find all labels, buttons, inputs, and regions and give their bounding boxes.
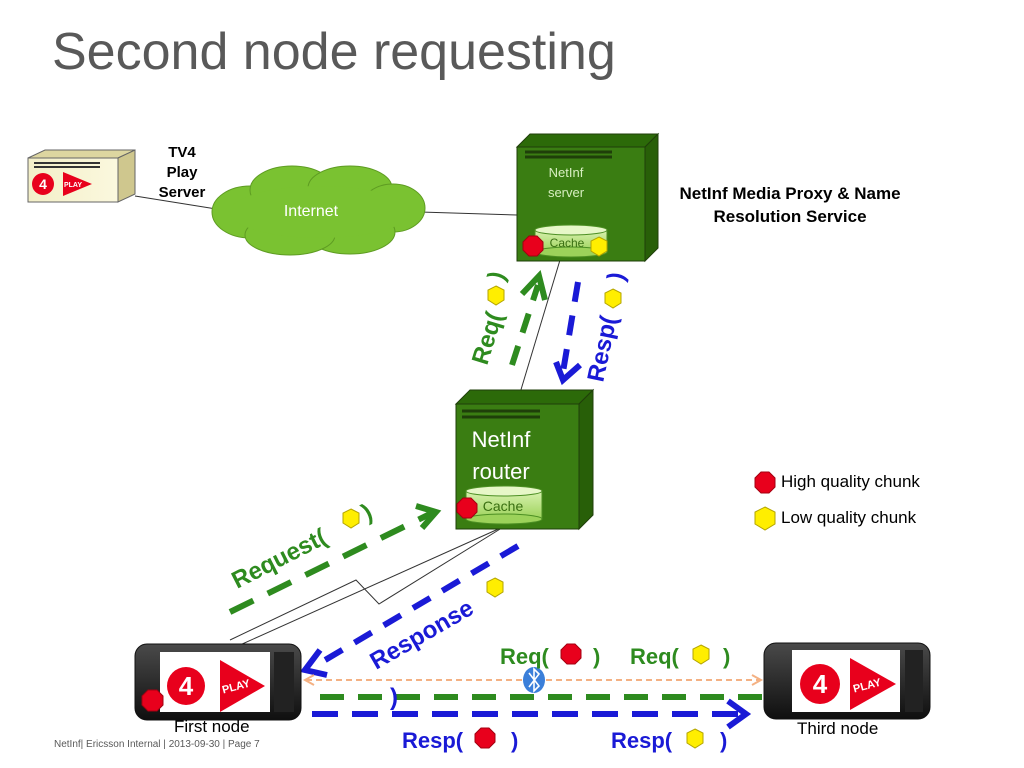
- resp-down-label: Resp(: [582, 313, 622, 384]
- bluetooth-icon: [523, 667, 545, 693]
- req-up-arrow: [509, 269, 548, 366]
- response-label: Response: [366, 594, 479, 675]
- svg-text:4: 4: [179, 671, 194, 701]
- svg-text:4: 4: [813, 669, 828, 699]
- tv4-play-server-icon: 4 PLAY: [27, 149, 136, 203]
- legend-low-chunk-icon: [754, 506, 776, 531]
- request-label: Request(: [227, 524, 331, 595]
- resp-right-label: Resp(: [611, 728, 673, 753]
- third-node-label: Third node: [797, 719, 879, 738]
- req-right-label: Req(: [630, 644, 680, 669]
- resp-first-to-third-arrow: [312, 698, 752, 730]
- bluetooth-link: [302, 674, 764, 686]
- response-arrow: [299, 543, 520, 678]
- req-right-close: ): [723, 644, 730, 669]
- internet-label: Internet: [284, 203, 339, 220]
- router-label-line2: router: [472, 459, 529, 484]
- slide-footer: NetInf| Ericsson Internal | 2013-09-30 |…: [54, 739, 260, 750]
- server-low-chunk-icon: [590, 236, 608, 257]
- svg-text:4: 4: [39, 176, 47, 192]
- svg-text:PLAY: PLAY: [64, 182, 82, 189]
- req-right-low-chunk-icon: [692, 644, 710, 665]
- req-up-low-chunk-icon: [487, 285, 505, 306]
- third-node-phone-icon: 4 PLAY: [763, 642, 931, 720]
- request-close: ): [357, 499, 376, 527]
- first-node-label: First node: [174, 717, 250, 736]
- tv4-play-server-label: TV4 Play Server: [158, 144, 206, 201]
- server-cache-label: Cache: [550, 236, 585, 250]
- legend-high-chunk-icon: [754, 471, 776, 494]
- request-low-chunk-icon: [342, 508, 360, 529]
- first-node-high-chunk-icon: [141, 689, 164, 712]
- internet-cloud-icon: Internet: [211, 165, 426, 256]
- resp-left-paren: ): [390, 684, 398, 711]
- resp-down-close: ): [602, 270, 630, 283]
- resp-right-close: ): [720, 728, 727, 753]
- legend-low-label: Low quality chunk: [781, 508, 917, 527]
- resp-down-arrow: [553, 281, 582, 386]
- response-low-chunk-icon: [486, 577, 504, 598]
- router-cache-label: Cache: [483, 498, 524, 514]
- first-node-phone-icon: 4 PLAY: [134, 643, 302, 721]
- req-left-high-chunk-icon: [560, 643, 582, 665]
- server-label-line2: server: [548, 185, 585, 200]
- req-up-close: ): [483, 268, 511, 284]
- server-high-chunk-icon: [522, 235, 544, 257]
- resp-left-high-chunk-icon: [474, 727, 496, 749]
- server-label-line1: NetInf: [549, 165, 584, 180]
- resp-down-low-chunk-icon: [604, 288, 622, 309]
- resp-left-close: ): [511, 728, 518, 753]
- legend-high-label: High quality chunk: [781, 472, 920, 491]
- router-label-line1: NetInf: [472, 427, 532, 452]
- connection-lines: [134, 195, 561, 646]
- media-proxy-label: NetInf Media Proxy & Name Resolution Ser…: [679, 184, 901, 226]
- request-arrow: [228, 503, 442, 615]
- resp-right-low-chunk-icon: [686, 728, 704, 749]
- req-left-close: ): [593, 644, 600, 669]
- resp-left-label: Resp(: [402, 728, 464, 753]
- slide-title: Second node requesting: [52, 23, 616, 81]
- req-up-label: Req(: [467, 309, 508, 368]
- req-left-label: Req(: [500, 644, 550, 669]
- router-high-chunk-icon: [456, 497, 478, 519]
